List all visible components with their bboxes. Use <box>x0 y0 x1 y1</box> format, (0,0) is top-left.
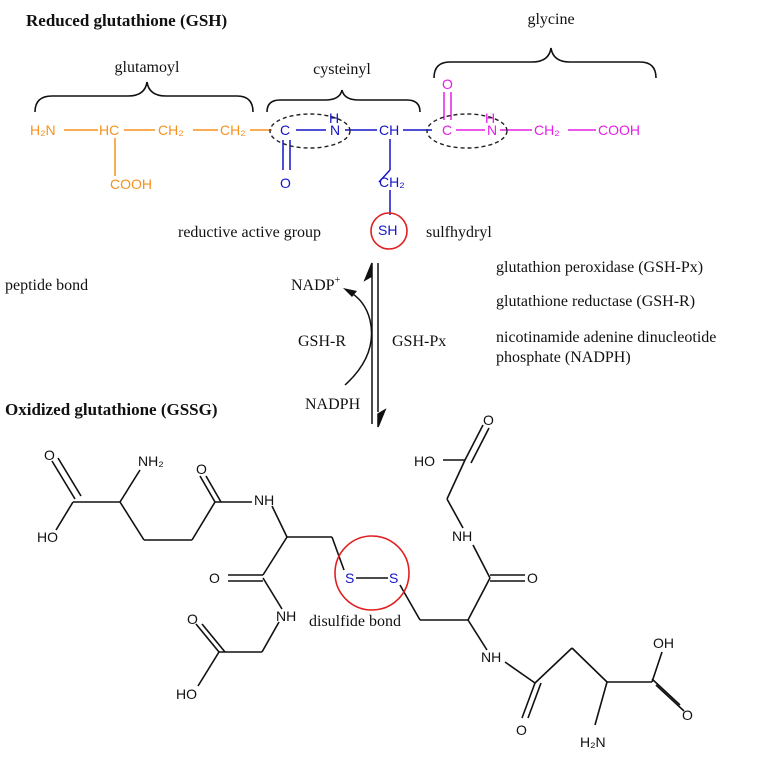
sulfhydryl-circle <box>370 212 408 250</box>
glycine-brace <box>433 47 657 79</box>
gssg-atoms: O NH₂ HO O NH O S S NH O HO HO O NH O NH… <box>37 412 693 750</box>
peptide-bond-ellipse-1 <box>269 113 351 149</box>
glutamoyl-bonds <box>64 129 272 176</box>
ch2-atom-d: CH₂ <box>534 122 560 138</box>
cofactor-curved-arrow <box>344 290 373 386</box>
cysteinyl-bonds <box>282 129 432 215</box>
legend-gsh-px: glutathion peroxidase (GSH-Px) <box>496 259 703 276</box>
gssg-o-f: O <box>527 570 538 586</box>
equilibrium-arrows <box>363 262 387 428</box>
sulfhydryl-label: sulfhydryl <box>426 224 492 241</box>
disulfide-circle <box>334 535 410 611</box>
c-atom-2: C <box>442 122 452 138</box>
reductive-active-group-label: reductive active group <box>178 224 321 241</box>
ch2-atom-c: CH₂ <box>379 174 405 190</box>
sh-atom: SH <box>378 222 397 238</box>
cysteinyl-label: cysteinyl <box>313 61 371 78</box>
nadph-label: NADPH <box>305 396 361 413</box>
gssg-ho-a: HO <box>37 529 58 545</box>
nadp-superscript: + <box>335 275 341 286</box>
o-atom-2: O <box>442 76 453 92</box>
gssg-ho-c: HO <box>414 453 435 469</box>
hc-atom: HC <box>99 122 119 138</box>
gssg-o-e: O <box>483 412 494 428</box>
legend-nadph-line2: phosphate (NADPH) <box>496 349 631 366</box>
gssg-o-a: O <box>44 447 55 463</box>
gssg-bonds <box>51 424 685 726</box>
peptide-bond-ellipse-2 <box>426 113 508 149</box>
gssg-nh-c: NH <box>452 528 472 544</box>
gsh-title: Reduced glutathione (GSH) <box>26 11 227 30</box>
gssg-ho-b: HO <box>176 686 197 702</box>
gssg-oh-d: OH <box>653 635 674 651</box>
cooh-atom-1: COOH <box>110 176 152 192</box>
o-atom-1: O <box>280 175 291 191</box>
gssg-o-g: O <box>682 707 693 723</box>
peptide-bond-label: peptide bond <box>5 277 88 294</box>
c-atom-1: C <box>280 122 290 138</box>
gssg-o-b: O <box>196 461 207 477</box>
glutamoyl-label: glutamoyl <box>115 59 180 76</box>
cooh-atom-2: COOH <box>598 122 640 138</box>
ch2-atom-b: CH₂ <box>220 122 246 138</box>
cofactor-arrowhead <box>343 288 357 297</box>
n-atom-2: N <box>487 122 497 138</box>
gssg-nh-d: NH <box>481 649 501 665</box>
gssg-nh-b: NH <box>276 608 296 624</box>
disulfide-bond-label: disulfide bond <box>309 613 401 630</box>
reaction-labels: NADP+ GSH-R GSH-Px NADPH <box>291 275 446 413</box>
gssg-o-d: O <box>187 611 198 627</box>
glutamoyl-atoms: H₂N HC CH₂ CH₂ COOH <box>30 122 246 192</box>
glutamoyl-brace <box>34 81 254 113</box>
gssg-h2n-d: H₂N <box>580 734 606 750</box>
gsh-r-label: GSH-R <box>298 333 346 350</box>
ch2-atom-a: CH₂ <box>158 122 184 138</box>
h-atom-2: H <box>485 110 495 126</box>
h2n-atom: H₂N <box>30 122 56 138</box>
gssg-nh-a: NH <box>254 492 274 508</box>
gssg-s-2: S <box>389 570 398 586</box>
cysteinyl-atoms: C O N H CH CH₂ SH <box>280 110 405 238</box>
legend-gsh-r: glutathione reductase (GSH-R) <box>496 293 695 310</box>
nadp-label: NADP+ <box>291 275 341 294</box>
gssg-o-h: O <box>516 722 527 738</box>
gssg-o-c: O <box>209 570 220 586</box>
n-atom-1: N <box>330 122 340 138</box>
gsh-px-label: GSH-Px <box>392 333 446 350</box>
glycine-bonds <box>443 92 596 131</box>
gssg-nh2-a: NH₂ <box>138 453 164 469</box>
ch-atom: CH <box>379 122 399 138</box>
glycine-label: glycine <box>527 11 574 28</box>
gssg-s-1: S <box>345 570 354 586</box>
glycine-atoms: C O H N CH₂ COOH <box>442 76 640 138</box>
cysteinyl-brace <box>266 89 421 113</box>
nadp-text: NADP <box>291 277 335 294</box>
gssg-title: Oxidized glutathione (GSSG) <box>5 400 218 419</box>
legend-nadph-line1: nicotinamide adenine dinucleotide <box>496 329 716 346</box>
